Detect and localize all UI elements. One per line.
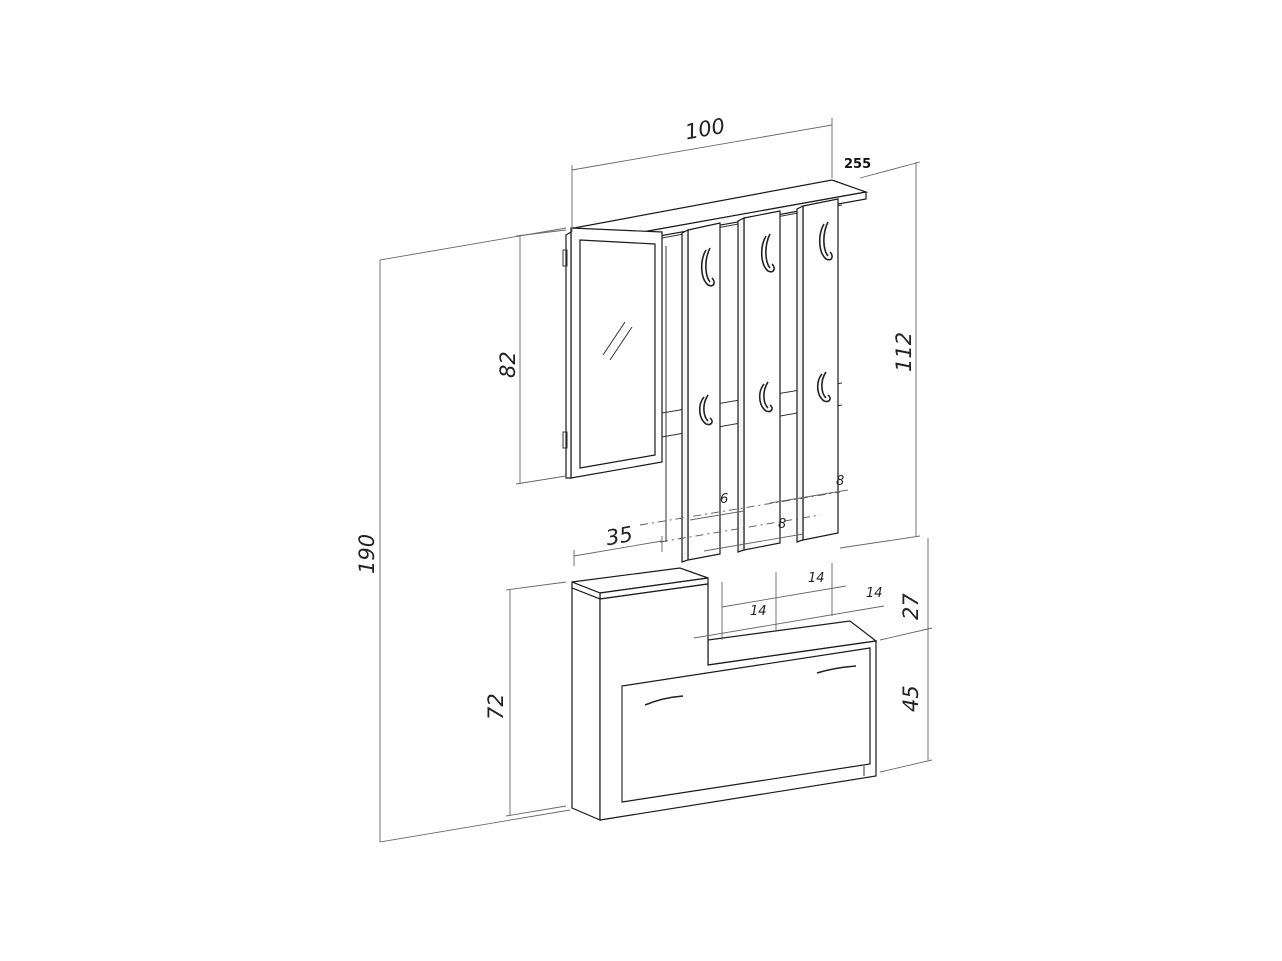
dimension-label-depth: 255 bbox=[844, 157, 871, 172]
hook-icons bbox=[698, 221, 833, 426]
dimension-label-side-width: 35 bbox=[604, 522, 634, 550]
hook-panel-middle bbox=[737, 210, 781, 553]
flap-handle-icon bbox=[816, 665, 857, 674]
dimension-label-total-height: 190 bbox=[355, 534, 379, 574]
dimension-label-gap-8-lower: 8 bbox=[778, 517, 786, 532]
dimension-label-panel-14-right: 14 bbox=[866, 586, 883, 601]
dimension-label-mirror-height: 82 bbox=[496, 351, 520, 378]
hook-icon bbox=[758, 383, 773, 413]
hook-icon bbox=[818, 223, 833, 261]
dimension-label-cabinet-height: 72 bbox=[484, 693, 508, 720]
dimension-label-lower-cabinet: 45 bbox=[899, 685, 923, 712]
dimension-label-gap-8-upper: 8 bbox=[836, 474, 844, 489]
dimension-label-upper-gap: 27 bbox=[899, 593, 923, 620]
shoe-cabinet bbox=[571, 567, 878, 821]
dimension-label-gap-6: 6 bbox=[720, 492, 728, 507]
dimension-label-panel-14-upper: 14 bbox=[808, 571, 825, 586]
hook-icon bbox=[816, 373, 831, 403]
hook-icon bbox=[698, 396, 713, 426]
hook-icon bbox=[760, 235, 775, 273]
hook-icon bbox=[700, 249, 715, 287]
dimension-label-panel-14-lower: 14 bbox=[750, 604, 767, 619]
flap-handle-icon bbox=[644, 695, 684, 706]
mirror bbox=[562, 227, 663, 479]
hook-panel-left bbox=[681, 222, 721, 563]
dimension-label-panel-height: 112 bbox=[892, 332, 916, 372]
hook-panel-right bbox=[796, 198, 839, 543]
dimension-label-width: 100 bbox=[683, 114, 727, 145]
